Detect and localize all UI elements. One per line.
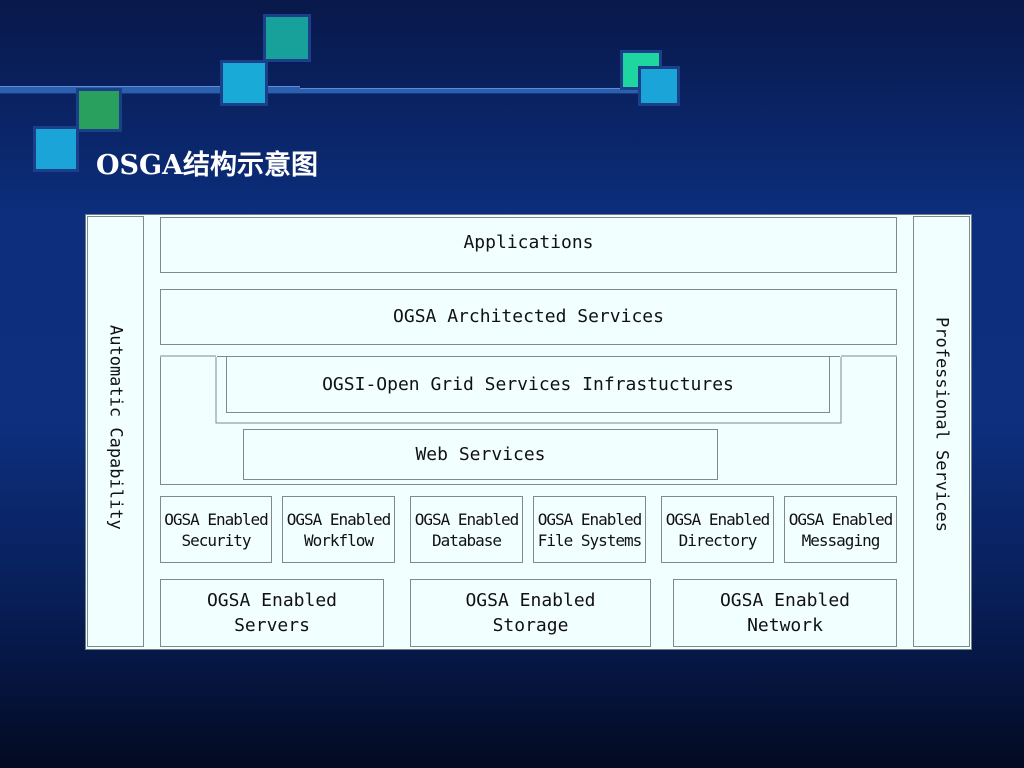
- automatic-capability-label: Automatic Capability: [105, 325, 126, 530]
- enabled-messaging-box: OGSA Enabled Messaging: [784, 496, 897, 563]
- decor-line-left: [0, 86, 300, 94]
- applications-box: Applications: [160, 217, 897, 273]
- enabled-servers-label: OGSA Enabled Servers: [206, 590, 338, 636]
- architected-services-label: OGSA Architected Services: [393, 306, 664, 327]
- automatic-capability-box: Automatic Capability: [87, 216, 144, 647]
- decor-square: [76, 88, 122, 132]
- enabled-storage-box: OGSA Enabled Storage: [410, 579, 651, 647]
- enabled-network-label: OGSA Enabled Network: [719, 590, 851, 636]
- web-services-label: Web Services: [415, 444, 546, 465]
- enabled-security-box: OGSA Enabled Security: [160, 496, 272, 563]
- decor-line-right: [300, 88, 680, 94]
- enabled-file-systems-label: OGSA Enabled File Systems: [537, 509, 643, 550]
- enabled-file-systems-box: OGSA Enabled File Systems: [533, 496, 646, 563]
- applications-label: Applications: [463, 232, 594, 253]
- enabled-network-box: OGSA Enabled Network: [673, 579, 897, 647]
- web-services-box: Web Services: [243, 429, 718, 480]
- enabled-directory-label: OGSA Enabled Directory: [665, 509, 771, 550]
- enabled-servers-box: OGSA Enabled Servers: [160, 579, 384, 647]
- architected-services-box: OGSA Architected Services: [160, 289, 897, 345]
- enabled-storage-label: OGSA Enabled Storage: [465, 590, 596, 636]
- decor-square: [263, 14, 311, 62]
- enabled-database-label: OGSA Enabled Database: [414, 509, 520, 550]
- enabled-workflow-box: OGSA Enabled Workflow: [282, 496, 395, 563]
- ogsi-label: OGSI-Open Grid Services Infrastuctures: [322, 374, 734, 395]
- decor-square: [33, 126, 79, 172]
- slide-title: OSGA结构示意图: [96, 150, 319, 181]
- enabled-messaging-label: OGSA Enabled Messaging: [788, 509, 894, 550]
- enabled-security-label: OGSA Enabled Security: [164, 509, 269, 550]
- enabled-database-box: OGSA Enabled Database: [410, 496, 523, 563]
- professional-services-label: Professional Services: [931, 317, 952, 532]
- decor-square: [220, 60, 268, 106]
- decor-square: [638, 66, 680, 106]
- ogsi-box: OGSI-Open Grid Services Infrastuctures: [226, 356, 830, 413]
- professional-services-box: Professional Services: [913, 216, 970, 647]
- enabled-directory-box: OGSA Enabled Directory: [661, 496, 774, 563]
- enabled-workflow-label: OGSA Enabled Workflow: [286, 509, 392, 550]
